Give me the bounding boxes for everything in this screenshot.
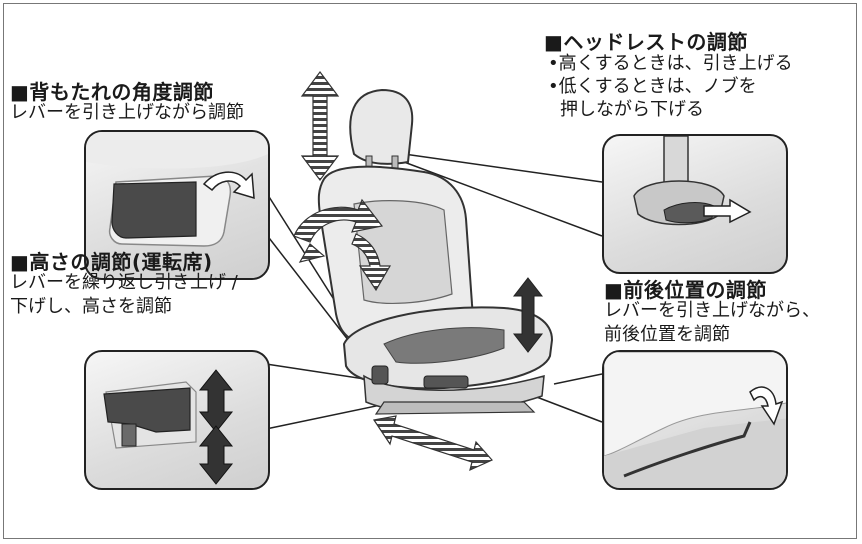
illustration-frame: ■ヘッドレストの調節 •高くするときは、引き上げる •低くするときは、ノブを 押…: [3, 3, 857, 539]
leader-lines: [265, 153, 603, 430]
height-description-line1: レバーを繰り返し引き上げ /: [10, 272, 238, 293]
recline-description: レバーを引き上げながら調節: [10, 102, 244, 123]
seat-headrest: [349, 88, 414, 173]
headrest-title: ■ヘッドレストの調節: [544, 30, 748, 54]
headrest-updown-arrow: [300, 71, 340, 181]
slide-title: ■前後位置の調節: [604, 278, 767, 302]
headrest-bullet-3: 押しながら下げる: [560, 99, 704, 120]
recline-title: ■背もたれの角度調節: [10, 80, 214, 104]
height-description-line2: 下げし、高さを調節: [10, 296, 172, 317]
recline-lever-inset: [84, 130, 270, 280]
seat-cushion: [342, 306, 554, 415]
recline-curved-arrow: [293, 198, 384, 263]
headrest-knob-inset: [602, 134, 788, 274]
headrest-bullet-1: •高くするときは、引き上げる: [548, 53, 793, 74]
seat-slide-arrow: [372, 415, 493, 472]
seat-illustration: [265, 71, 603, 472]
seat-height-arrow: [512, 277, 544, 353]
slide-bar-inset: [602, 350, 788, 490]
height-lever-inset: [84, 350, 270, 490]
headrest-bullet-2: •低くするときは、ノブを: [548, 76, 757, 97]
slide-description-line2: 前後位置を調節: [604, 324, 730, 345]
height-title: ■高さの調節(運転席): [10, 250, 213, 274]
recline-curved-arrow-tail: [351, 233, 392, 292]
slide-description-line1: レバーを引き上げながら、: [604, 300, 820, 321]
